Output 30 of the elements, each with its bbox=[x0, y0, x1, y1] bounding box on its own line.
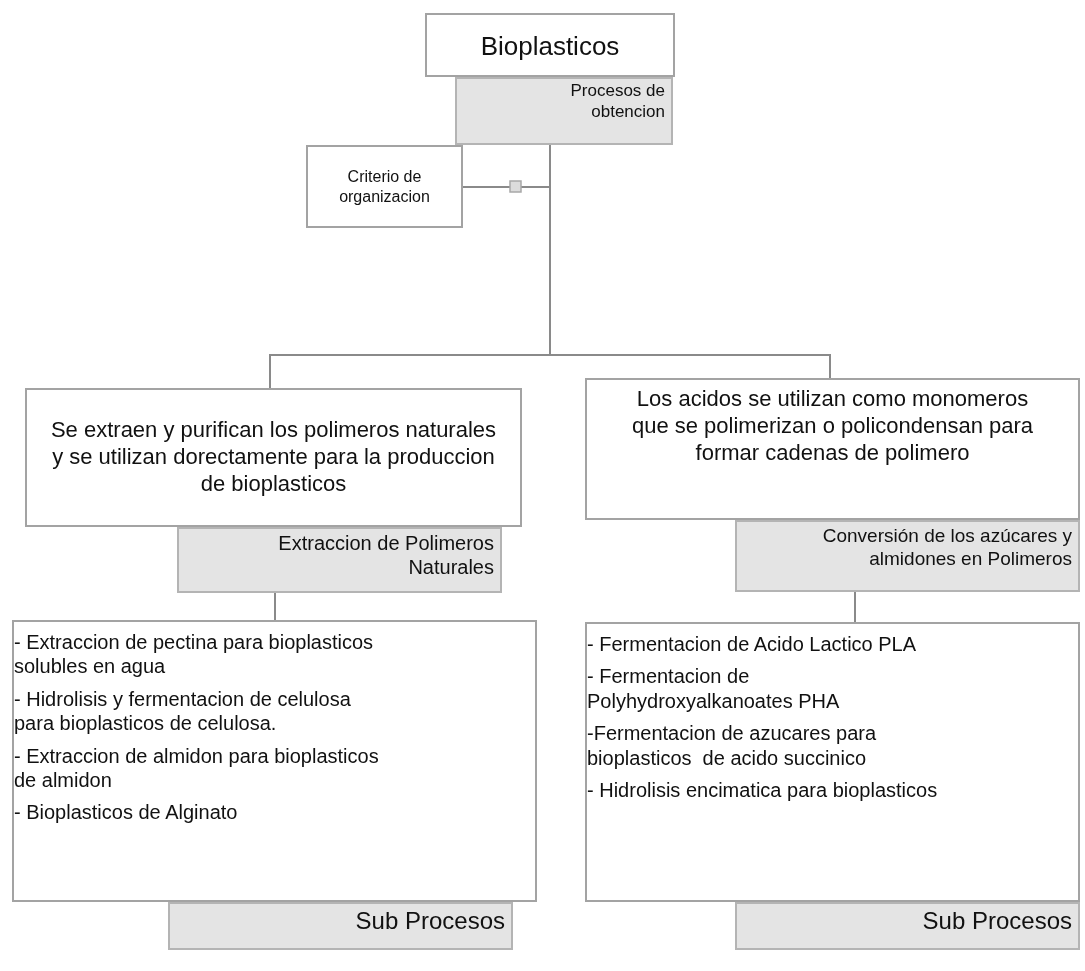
node-text: Criterio de organizacion bbox=[338, 167, 431, 206]
list-item: - Extraccion de pectina para bioplasticos solubles en agua bbox=[14, 630, 375, 679]
label-tab bbox=[168, 902, 513, 950]
node-text: Bioplasticos bbox=[479, 31, 621, 63]
label-tab bbox=[455, 77, 673, 145]
list-box bbox=[585, 622, 1080, 902]
list-item: - Bioplasticos de Alginato bbox=[14, 800, 239, 825]
node-text: Sub Procesos bbox=[921, 906, 1072, 936]
list-item: -Fermentacion de azucares para bioplasticos de acido succinico bbox=[587, 721, 878, 770]
list-item: - Hidrolisis encimatica para bioplasticos bbox=[587, 777, 938, 803]
list-box bbox=[12, 620, 537, 902]
list-item: - Fermentacion de Polyhydroxyalkanoates PHA bbox=[587, 664, 841, 714]
concept-box bbox=[425, 13, 675, 77]
list-item: - Extraccion de almidon para bioplasticos de almidon bbox=[14, 743, 380, 793]
list-item: - Fermentacion de Acido Lactico PLA bbox=[587, 632, 918, 657]
concept-box bbox=[585, 378, 1080, 520]
label-tab bbox=[735, 902, 1080, 950]
node-text: Extraccion de Polimeros Naturales bbox=[277, 531, 494, 580]
concept-box bbox=[306, 145, 463, 228]
node-text: Se extraen y purifican los polimeros naturales y se utilizan dorectamente para la produccion de bioplasticos bbox=[49, 417, 498, 498]
connector-line bbox=[854, 591, 856, 623]
node-text: Los acidos se utilizan como monomeros que se polimerizan o policondensan para formar cadenas de polimero bbox=[630, 386, 1035, 467]
label-tab bbox=[735, 520, 1080, 592]
node-text: Conversión de los azúcares y almidones en Polimeros bbox=[821, 524, 1072, 571]
concept-box bbox=[25, 388, 522, 527]
node-text: Procesos de obtencion bbox=[569, 81, 665, 123]
label-tab bbox=[177, 527, 502, 593]
list-item: - Hidrolisis y fermentacion de celulosa para bioplasticos de celulosa. bbox=[14, 686, 352, 736]
connector-line bbox=[274, 592, 276, 621]
node-text: Sub Procesos bbox=[354, 906, 505, 936]
